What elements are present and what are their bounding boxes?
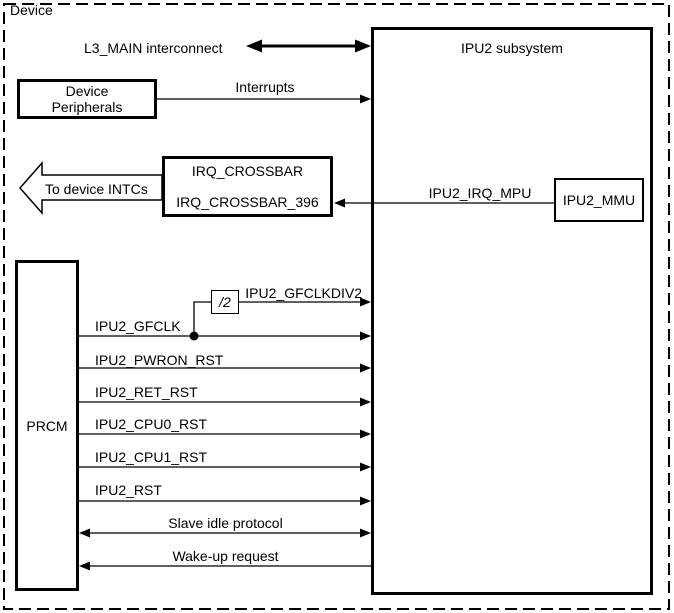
device-label: Device <box>10 2 53 18</box>
device-peripherals-box: Device Peripherals <box>17 79 157 119</box>
prcm-label: PRCM <box>26 417 68 434</box>
gfclk-div2-branch <box>189 297 371 341</box>
to-device-intcs-arrow <box>19 161 163 215</box>
ipu2-subsystem-title: IPU2 subsystem <box>461 40 563 56</box>
ipu2-irq-mpu-arrow <box>334 198 554 208</box>
signal-label-rst: IPU2_RST <box>95 482 162 498</box>
signal-line-cpu0-rst <box>79 429 371 439</box>
ipu2-mmu-label: IPU2_MMU <box>562 192 636 208</box>
signal-line-rst <box>79 496 371 506</box>
divide-by-2-box: /2 <box>211 290 239 314</box>
device-peripherals-line2: Peripherals <box>51 99 123 115</box>
ipu2-mmu-box: IPU2_MMU <box>554 178 644 222</box>
interrupts-label: Interrupts <box>235 79 295 95</box>
signal-line-gfclk <box>79 331 371 341</box>
signal-label-gfclkdiv2: IPU2_GFCLKDIV2 <box>245 285 362 301</box>
signal-label-gfclk: IPU2_GFCLK <box>95 318 181 334</box>
device-peripherals-line1: Device <box>65 83 109 99</box>
signal-line-wakeup <box>79 561 371 571</box>
signal-line-cpu1-rst <box>79 462 371 472</box>
signal-label-cpu0-rst: IPU2_CPU0_RST <box>95 416 208 432</box>
device-boundary <box>3 3 670 610</box>
irq-crossbar-title: IRQ_CROSSBAR <box>191 163 304 179</box>
signal-label-pwron-rst: IPU2_PWRON_RST <box>95 352 224 368</box>
irq-crossbar-box: IRQ_CROSSBAR IRQ_CROSSBAR_396 <box>162 156 333 217</box>
irq-crossbar-instance: IRQ_CROSSBAR_396 <box>176 194 319 210</box>
l3-main-arrow <box>246 39 371 53</box>
ipu2-subsystem-box: IPU2 subsystem <box>371 27 653 595</box>
irq-crossbar-text: IRQ_CROSSBAR IRQ_CROSSBAR_396 <box>165 159 330 214</box>
signal-label-ret-rst: IPU2_RET_RST <box>95 384 198 400</box>
device-peripherals-label: Device Peripherals <box>20 82 154 116</box>
to-device-intcs-label: To device INTCs <box>45 181 148 197</box>
signal-label-cpu1-rst: IPU2_CPU1_RST <box>95 449 208 465</box>
signal-label-slave-idle: Slave idle protocol <box>168 515 283 531</box>
signal-line-slave-idle <box>79 528 371 538</box>
l3-main-label: L3_MAIN interconnect <box>84 40 223 56</box>
signal-label-wakeup: Wake-up request <box>172 548 279 564</box>
signal-line-ret-rst <box>79 397 371 407</box>
ipu2-irq-mpu-label: IPU2_IRQ_MPU <box>428 185 532 201</box>
prcm-box: PRCM <box>15 260 79 591</box>
divide-by-2-label: /2 <box>219 294 231 310</box>
signal-line-pwron-rst <box>79 363 371 373</box>
interrupts-arrow <box>157 94 371 104</box>
